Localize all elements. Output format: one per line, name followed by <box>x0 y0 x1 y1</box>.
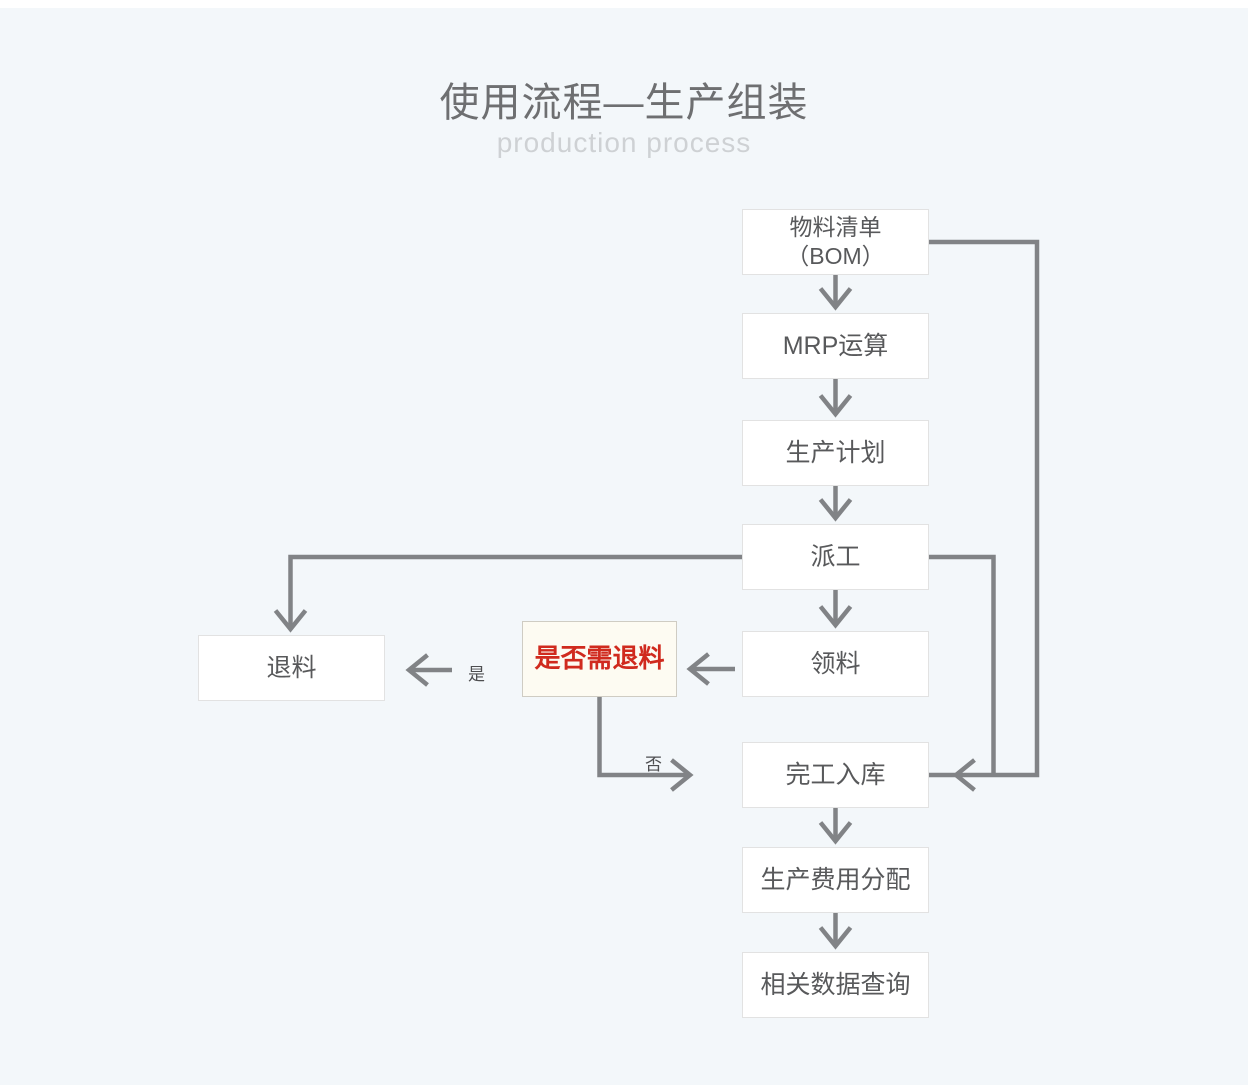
connector-dispatch-to-pick <box>818 590 853 629</box>
node-decision-need-return: 是否需退料 <box>522 621 677 697</box>
arrow-right-icon <box>670 758 694 792</box>
node-material-pick-label: 领料 <box>810 650 861 678</box>
page-subtitle: production process <box>496 127 752 158</box>
node-cost-allocation-label: 生产费用分配 <box>760 866 911 894</box>
node-finish-warehouse: 完工入库 <box>742 742 929 808</box>
node-material-return: 退料 <box>198 635 385 701</box>
node-mrp: MRP运算 <box>742 313 929 379</box>
node-bom-sublabel: （BOM） <box>786 243 885 269</box>
connector-decision-yes-to-return <box>405 653 452 687</box>
node-dispatch-label: 派工 <box>810 543 861 571</box>
diagram-panel <box>0 8 1248 1085</box>
node-production-plan: 生产计划 <box>742 420 929 486</box>
node-cost-allocation: 生产费用分配 <box>742 847 929 913</box>
node-dispatch: 派工 <box>742 524 929 590</box>
branch-label-no: 否 <box>645 755 662 774</box>
arrow-down-icon <box>818 821 853 845</box>
arrow-down-icon <box>818 287 853 311</box>
connector-cost-to-query <box>818 913 853 950</box>
connector-pick-to-decision <box>686 652 735 686</box>
node-material-pick: 领料 <box>742 631 929 697</box>
node-finish-warehouse-label: 完工入库 <box>785 761 886 789</box>
connector-plan-to-dispatch <box>818 486 853 522</box>
node-bom-label: 物料清单 <box>789 214 882 240</box>
node-data-query: 相关数据查询 <box>742 952 929 1018</box>
connector-mrp-to-plan <box>818 379 853 418</box>
node-material-return-label: 退料 <box>266 654 317 682</box>
connector-dispatch-to-return <box>273 554 742 633</box>
arrow-down-icon <box>273 609 308 633</box>
arrow-down-icon <box>818 605 853 629</box>
node-bom: 物料清单 （BOM） <box>742 209 929 275</box>
arrow-down-icon <box>818 498 853 522</box>
node-mrp-label: MRP运算 <box>782 332 889 360</box>
arrow-down-icon <box>818 926 853 950</box>
connector-bom-to-finish-loop <box>929 239 1040 792</box>
arrow-left-icon <box>686 652 710 686</box>
arrow-down-icon <box>818 394 853 418</box>
connector-dispatch-to-finish-loop <box>929 554 996 773</box>
arrow-left-icon <box>952 758 976 792</box>
arrow-left-icon <box>405 653 429 687</box>
connector-finish-to-cost <box>818 808 853 845</box>
node-decision-label: 是否需退料 <box>534 643 665 674</box>
connector-bom-to-mrp <box>818 275 853 311</box>
node-production-plan-label: 生产计划 <box>785 439 886 467</box>
connector-decision-no-to-finish <box>597 697 694 792</box>
node-data-query-label: 相关数据查询 <box>760 971 911 999</box>
branch-label-yes: 是 <box>468 665 485 684</box>
page-title: 使用流程—生产组装 <box>439 81 809 125</box>
